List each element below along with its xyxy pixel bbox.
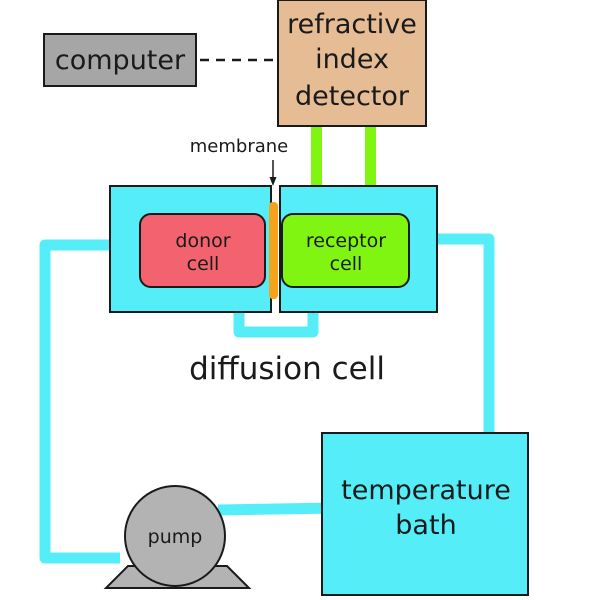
receptor-cell [281,213,410,288]
tubing [39,233,495,564]
tube-bottom-connector [233,306,319,338]
detector-link-tubes [311,126,376,218]
donor-cell-label-line2: cell [187,253,220,275]
temperature-bath-label-line2: bath [395,510,456,541]
pump-body [124,485,226,587]
computer-box [43,33,197,87]
detector-label-line3: detector [295,81,410,112]
donor-cell [139,213,266,288]
computer-label: computer [55,45,186,76]
receptor-cell-label-line1: receptor [306,230,386,252]
pump-icon [103,485,252,589]
tube-bath-to-pump [217,502,336,516]
tube-receptor-to-bath [418,233,495,440]
temperature-bath [321,432,529,596]
donor-cell-label-line1: donor [175,230,230,252]
receptor-cell-label-line2: cell [330,253,363,275]
pump-label: pump [148,526,203,548]
detector-link-right [365,126,376,218]
arrow-down-icon [269,160,277,186]
tube-pump-to-donor [39,239,122,564]
membrane [269,202,278,299]
membrane-label: membrane [190,136,288,157]
detector-box [277,0,427,127]
detector-link-left [311,126,322,218]
temperature-bath-label-line1: temperature [341,475,511,506]
diffusion-cell-title: diffusion cell [189,351,385,387]
detector-label-line2: index [315,44,389,75]
detector-label-line1: refractive [287,9,417,40]
